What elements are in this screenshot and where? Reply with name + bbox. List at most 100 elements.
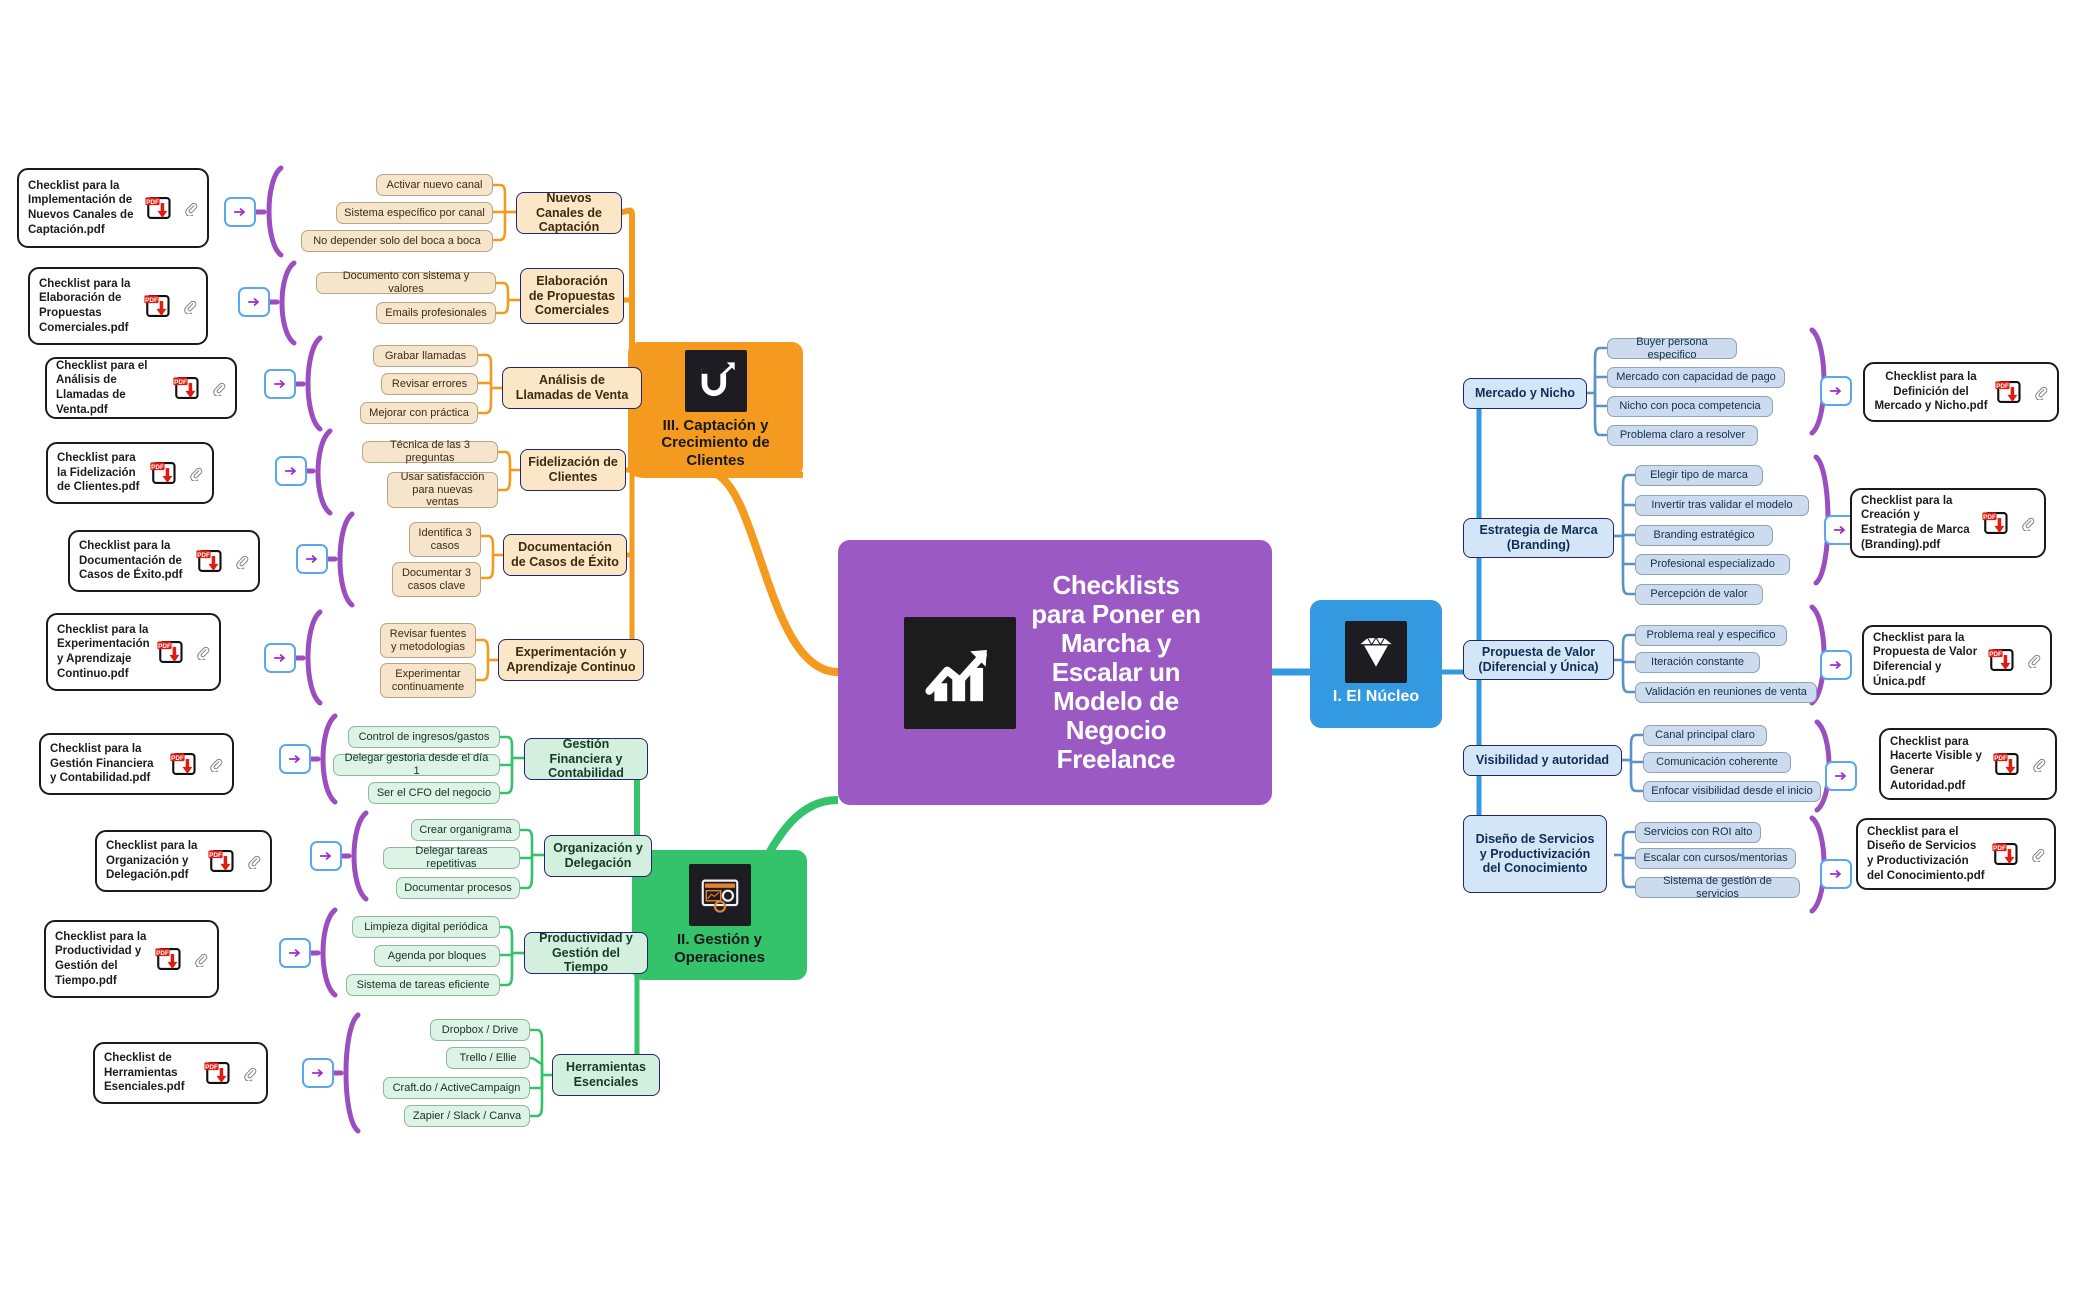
pdf-download-icon: PDF <box>1992 843 2018 865</box>
leaf-ser-cfo[interactable]: Ser el CFO del negocio <box>368 782 500 804</box>
pdf-card-captacion-3[interactable]: Checklist para el Análisis de Llamadas d… <box>45 357 237 419</box>
branch-propuesta-valor[interactable]: Propuesta de Valor (Diferencial y Única) <box>1463 640 1614 680</box>
leaf-identifica-3-casos[interactable]: Identifica 3 casos <box>409 522 481 557</box>
leaf-validacion-reuniones[interactable]: Validación en reuniones de venta <box>1635 682 1817 703</box>
branch-propuestas-comerciales[interactable]: Elaboración de Propuestas Comerciales <box>520 268 624 324</box>
leaf-agenda-bloques[interactable]: Agenda por bloques <box>374 945 500 967</box>
leaf-limpieza-digital[interactable]: Limpieza digital periódica <box>352 916 500 938</box>
leaf-documentar-procesos[interactable]: Documentar procesos <box>396 877 520 899</box>
open-pdf-button-captacion-5[interactable] <box>296 544 328 574</box>
pdf-card-operaciones-4[interactable]: Checklist de Herramientas Esenciales.pdf… <box>93 1042 268 1104</box>
leaf-dropbox-drive[interactable]: Dropbox / Drive <box>430 1019 530 1041</box>
leaf-revisar-errores[interactable]: Revisar errores <box>381 373 478 395</box>
leaf-usar-satisfaccion[interactable]: Usar satisfacción para nuevas ventas <box>387 471 498 508</box>
leaf-crear-organigrama[interactable]: Crear organigrama <box>411 819 520 841</box>
open-pdf-button-nucleo-3[interactable] <box>1820 650 1852 680</box>
open-pdf-button-operaciones-2[interactable] <box>310 841 342 871</box>
leaf-elegir-tipo-marca[interactable]: Elegir tipo de marca <box>1635 465 1763 486</box>
leaf-mejorar-con-practica[interactable]: Mejorar con práctica <box>360 402 478 424</box>
open-pdf-button-captacion-4[interactable] <box>275 456 307 486</box>
pdf-card-captacion-2[interactable]: Checklist para la Elaboración de Propues… <box>28 267 208 345</box>
open-pdf-button-operaciones-1[interactable] <box>279 744 311 774</box>
leaf-nicho-poca-competencia[interactable]: Nicho con poca competencia <box>1607 396 1773 417</box>
leaf-sistema-tareas[interactable]: Sistema de tareas eficiente <box>346 974 500 996</box>
leaf-control-ingresos[interactable]: Control de ingresos/gastos <box>348 726 500 748</box>
branch-experimentacion[interactable]: Experimentación y Aprendizaje Continuo <box>498 639 644 681</box>
category-captacion[interactable]: III. Captación y Crecimiento de Clientes <box>628 342 803 477</box>
pdf-card-nucleo-5[interactable]: Checklist para el Diseño de Servicios y … <box>1856 818 2056 890</box>
pdf-card-captacion-1[interactable]: Checklist para la Implementación de Nuev… <box>17 168 209 248</box>
paperclip-icon <box>244 1067 257 1081</box>
open-pdf-button-captacion-3[interactable] <box>264 369 296 399</box>
branch-gestion-financiera[interactable]: Gestión Financiera y Contabilidad <box>524 737 648 780</box>
open-pdf-button-operaciones-4[interactable] <box>302 1058 334 1088</box>
branch-diseno-servicios[interactable]: Diseño de Servicios y Productivización d… <box>1463 815 1607 893</box>
branch-nuevos-canales[interactable]: Nuevos Canales de Captación <box>516 191 622 234</box>
leaf-sistema-por-canal[interactable]: Sistema específico por canal <box>336 202 493 224</box>
leaf-delegar-gestoria[interactable]: Delegar gestoria desde el día 1 <box>333 752 500 777</box>
leaf-sistema-gestion-servicios[interactable]: Sistema de gestión de servicios <box>1635 875 1800 900</box>
leaf-emails-profesionales[interactable]: Emails profesionales <box>376 302 496 324</box>
open-pdf-button-nucleo-4[interactable] <box>1825 761 1857 791</box>
leaf-profesional-especializado[interactable]: Profesional especializado <box>1635 554 1790 575</box>
leaf-documento-sistema-valores[interactable]: Documento con sistema y valores <box>316 270 496 295</box>
open-pdf-button-nucleo-1[interactable] <box>1820 376 1852 406</box>
open-pdf-button-captacion-1[interactable] <box>224 197 256 227</box>
pdf-card-nucleo-2[interactable]: Checklist para la Creación y Estrategia … <box>1850 488 2046 558</box>
leaf-servicios-roi[interactable]: Servicios con ROI alto <box>1635 822 1761 843</box>
svg-text:PDF: PDF <box>151 464 164 471</box>
leaf-tecnica-3-preguntas[interactable]: Técnica de las 3 preguntas <box>362 439 498 464</box>
pdf-card-operaciones-2[interactable]: Checklist para la Organización y Delegac… <box>95 830 272 892</box>
leaf-craft-activecampaign[interactable]: Craft.do / ActiveCampaign <box>383 1077 530 1099</box>
branch-herramientas-esenciales[interactable]: Herramientas Esenciales <box>552 1054 660 1096</box>
leaf-delegar-tareas[interactable]: Delegar tareas repetitivas <box>383 845 520 870</box>
leaf-problema-real[interactable]: Problema real y especifico <box>1635 625 1787 646</box>
pdf-card-nucleo-1[interactable]: Checklist para la Definición del Mercado… <box>1863 362 2059 422</box>
pdf-card-nucleo-3[interactable]: Checklist para la Propuesta de Valor Dif… <box>1862 625 2052 695</box>
leaf-zapier-slack-canva[interactable]: Zapier / Slack / Canva <box>404 1105 530 1127</box>
branch-fidelizacion[interactable]: Fidelización de Clientes <box>520 449 626 491</box>
pdf-card-operaciones-1[interactable]: Checklist para la Gestión Financiera y C… <box>39 733 234 795</box>
open-pdf-button-operaciones-3[interactable] <box>279 938 311 968</box>
category-nucleo[interactable]: I. El Núcleo <box>1310 600 1442 728</box>
branch-estrategia-marca[interactable]: Estrategia de Marca (Branding) <box>1463 518 1614 558</box>
leaf-experimentar-continuamente[interactable]: Experimentar continuamente <box>380 663 476 698</box>
pdf-card-operaciones-3[interactable]: Checklist para la Productividad y Gestió… <box>44 920 219 998</box>
leaf-comunicacion-coherente[interactable]: Comunicación coherente <box>1643 752 1791 773</box>
leaf-branding-estrategico[interactable]: Branding estratégico <box>1635 525 1773 546</box>
leaf-enfocar-visibilidad[interactable]: Enfocar visibilidad desde el inicio <box>1643 781 1821 802</box>
pdf-card-captacion-6[interactable]: Checklist para la Experimentación y Apre… <box>46 613 221 691</box>
leaf-mercado-capacidad-pago[interactable]: Mercado con capacidad de pago <box>1607 367 1785 388</box>
pdf-card-captacion-4[interactable]: Checklist para la Fidelización de Client… <box>46 442 214 504</box>
leaf-grabar-llamadas[interactable]: Grabar llamadas <box>373 345 478 367</box>
leaf-documentar-3-casos[interactable]: Documentar 3 casos clave <box>392 562 481 597</box>
branch-mercado-nicho[interactable]: Mercado y Nicho <box>1463 378 1587 409</box>
leaf-canal-principal[interactable]: Canal principal claro <box>1643 725 1767 746</box>
leaf-iteracion-constante[interactable]: Iteración constante <box>1635 652 1760 673</box>
root-node[interactable]: Checklists para Poner en Marcha y Escala… <box>838 540 1272 805</box>
branch-productividad-tiempo[interactable]: Productividad y Gestión del Tiempo <box>524 931 648 974</box>
leaf-buyer-persona[interactable]: Buyer persona especifico <box>1607 336 1737 361</box>
arrow-right-icon <box>273 654 285 662</box>
leaf-activar-nuevo-canal[interactable]: Activar nuevo canal <box>376 174 493 196</box>
open-pdf-button-captacion-6[interactable] <box>264 643 296 673</box>
branch-organizacion-delegacion[interactable]: Organización y Delegación <box>544 835 652 877</box>
pdf-card-nucleo-4[interactable]: Checklist para Hacerte Visible y Generar… <box>1879 728 2057 800</box>
open-pdf-button-captacion-2[interactable] <box>238 287 270 317</box>
paperclip-icon <box>2022 517 2035 531</box>
leaf-problema-claro[interactable]: Problema claro a resolver <box>1607 425 1758 446</box>
leaf-percepcion-valor[interactable]: Percepción de valor <box>1635 584 1763 605</box>
leaf-escalar-cursos[interactable]: Escalar con cursos/mentorias <box>1635 848 1796 869</box>
leaf-invertir-tras-validar[interactable]: Invertir tras validar el modelo <box>1635 495 1809 516</box>
category-operaciones[interactable]: II. Gestión y Operaciones <box>632 850 807 980</box>
leaf-no-depender-boca[interactable]: No depender solo del boca a boca <box>301 230 493 252</box>
open-pdf-button-nucleo-5[interactable] <box>1820 859 1852 889</box>
branch-casos-de-exito[interactable]: Documentación de Casos de Éxito <box>503 534 627 576</box>
pdf-card-captacion-5[interactable]: Checklist para la Documentación de Casos… <box>68 530 260 592</box>
growth-chart-icon <box>904 616 1016 729</box>
leaf-revisar-fuentes[interactable]: Revisar fuentes y metodologias <box>380 623 476 658</box>
branch-visibilidad-autoridad[interactable]: Visibilidad y autoridad <box>1463 745 1622 776</box>
leaf-trello-ellie[interactable]: Trello / Ellie <box>446 1047 530 1069</box>
paperclip-icon <box>190 467 203 481</box>
branch-analisis-llamadas[interactable]: Análisis de Llamadas de Venta <box>502 367 642 409</box>
